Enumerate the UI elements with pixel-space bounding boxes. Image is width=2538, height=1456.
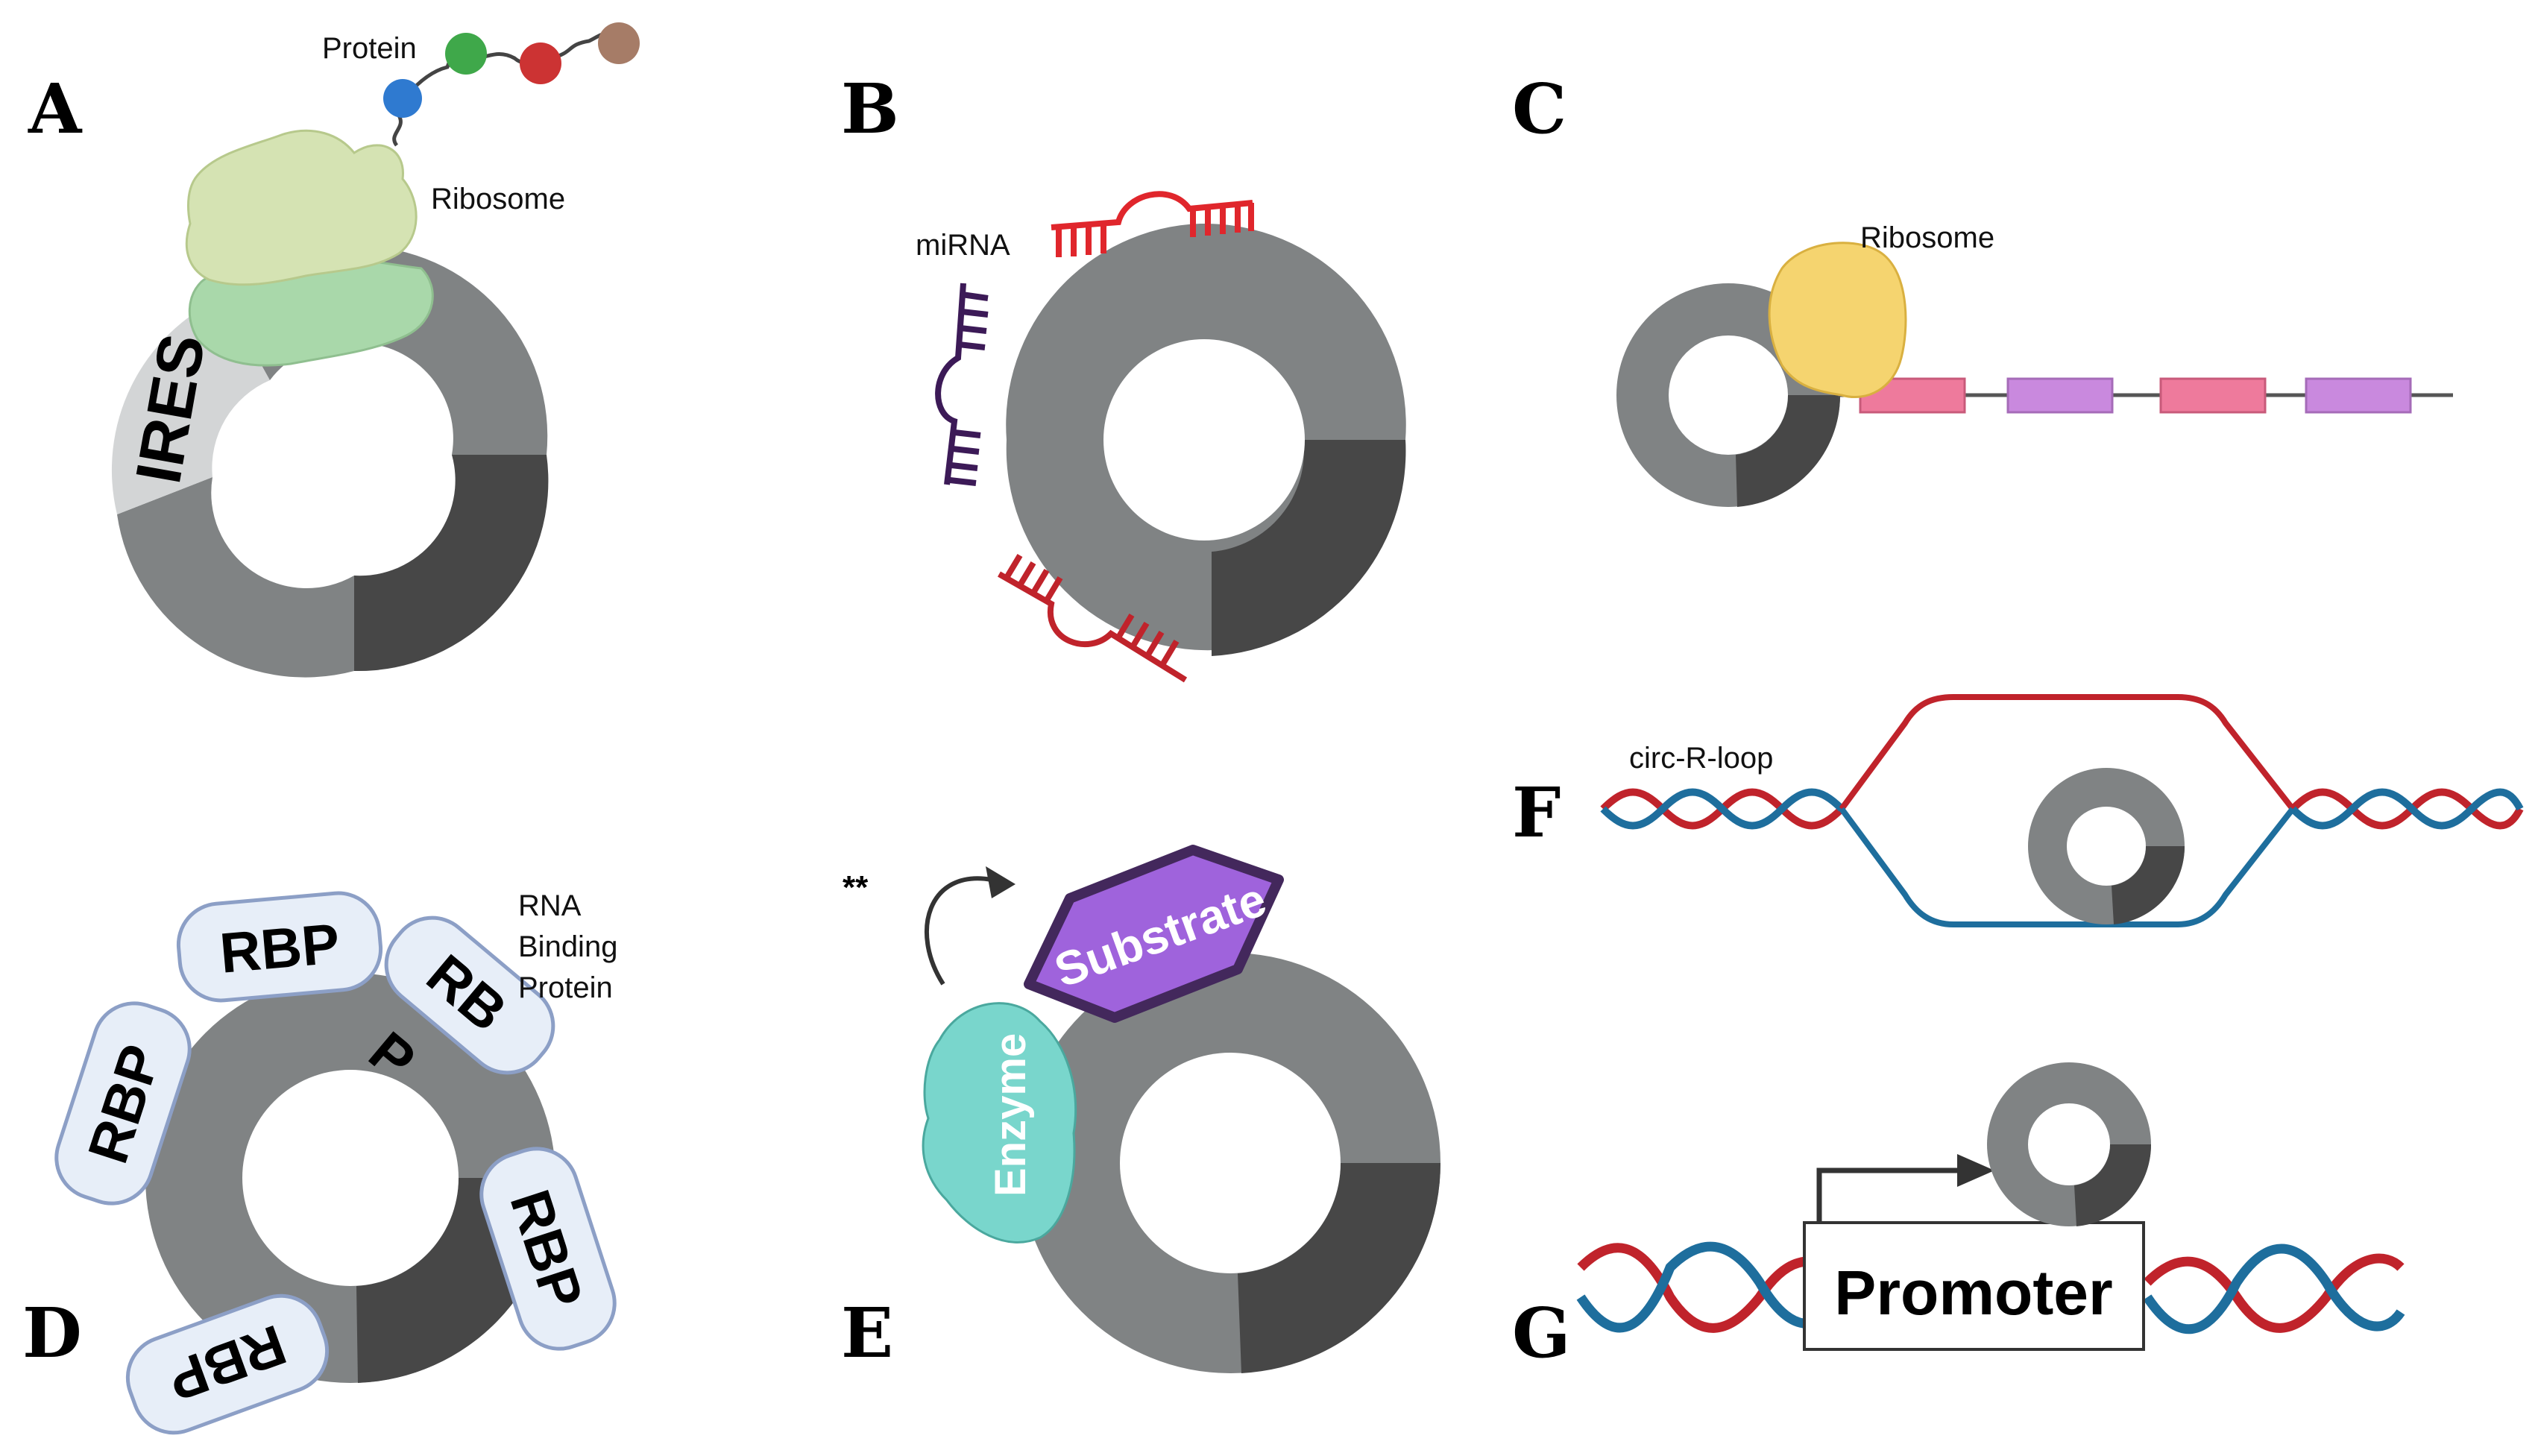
transcription-arrow (1816, 1167, 1961, 1223)
ribosome-yellow (1768, 242, 1907, 399)
dna-helix-right-g (2143, 1244, 2405, 1334)
rbp-top: RBP (176, 891, 383, 1003)
panel-b-letter: B (841, 69, 899, 149)
catalysis-marker: ** (843, 869, 869, 906)
panel-b: B miRNA (841, 69, 1406, 683)
dna-helix-left-f (1600, 788, 1845, 830)
panel-a: A IRES Ribosome Protein (28, 22, 640, 678)
mirna-left (935, 283, 989, 486)
rbp-legend-line2: Binding (518, 930, 617, 963)
panel-f-letter: F (1512, 772, 1561, 853)
mirna-top (1051, 191, 1254, 257)
protein-brown-bead (598, 22, 640, 64)
enzyme-blob (922, 1002, 1077, 1244)
panel-e: E Substrate Enzyme ** (841, 845, 1441, 1373)
panel-f: F circ-R-loop (1512, 694, 2524, 927)
panel-e-letter: E (841, 1293, 893, 1373)
promoter-box (1803, 1221, 2145, 1351)
panel-a-letter: A (28, 69, 83, 149)
exon-4 (2305, 377, 2412, 414)
circrna-ring-g (1987, 1062, 2152, 1226)
circrna-ring-b (1006, 223, 1406, 656)
ribosome-large-subunit (185, 129, 418, 286)
ribosome-label-a: Ribosome (431, 183, 565, 215)
mirna-bottom (998, 553, 1188, 683)
rloop-red-strand (1839, 694, 2296, 811)
panel-g-letter: G (1512, 1293, 1571, 1373)
promoter-label: Promoter (1834, 1258, 2112, 1328)
panel-g: G Promoter (1512, 1062, 2405, 1373)
rbp-legend-line3: Protein (518, 971, 613, 1004)
panel-d-letter: D (22, 1293, 82, 1373)
panel-d: D RBP RBP RBP RBP RB P RNA Binding (22, 889, 617, 1435)
protein-blue-bead (383, 79, 422, 118)
exon-3 (2159, 377, 2267, 414)
protein-red-bead (520, 42, 561, 84)
protein-label: Protein (322, 32, 417, 65)
dna-helix-right-f (2290, 788, 2524, 830)
ribosome-label-c: Ribosome (1860, 221, 1994, 254)
rbp-legend-line1: RNA (518, 889, 582, 922)
rbp-right: RBP (479, 1147, 617, 1351)
rloop-label: circ-R-loop (1629, 742, 1773, 775)
rloop-blue-strand (1839, 807, 2296, 927)
circrna-ring-e (1020, 953, 1441, 1373)
protein-green-bead (445, 33, 487, 75)
catalysis-arrow (925, 876, 992, 986)
panel-c-letter: C (1512, 69, 1566, 149)
panel-c: C Ribosome (1512, 69, 2453, 507)
enzyme-label: Enzyme (986, 1033, 1035, 1197)
dna-helix-left-g (1576, 1241, 1846, 1333)
substrate-hexagon (1024, 845, 1284, 1023)
mirna-label: miRNA (916, 229, 1010, 262)
rbp-bottom: RBP (125, 1293, 330, 1435)
svg-text:RBP: RBP (218, 912, 342, 986)
protein-chain (392, 31, 617, 147)
circrna-ring-f (2028, 768, 2185, 924)
rbp-left: RBP (54, 1001, 192, 1206)
exon-2 (2006, 377, 2114, 414)
